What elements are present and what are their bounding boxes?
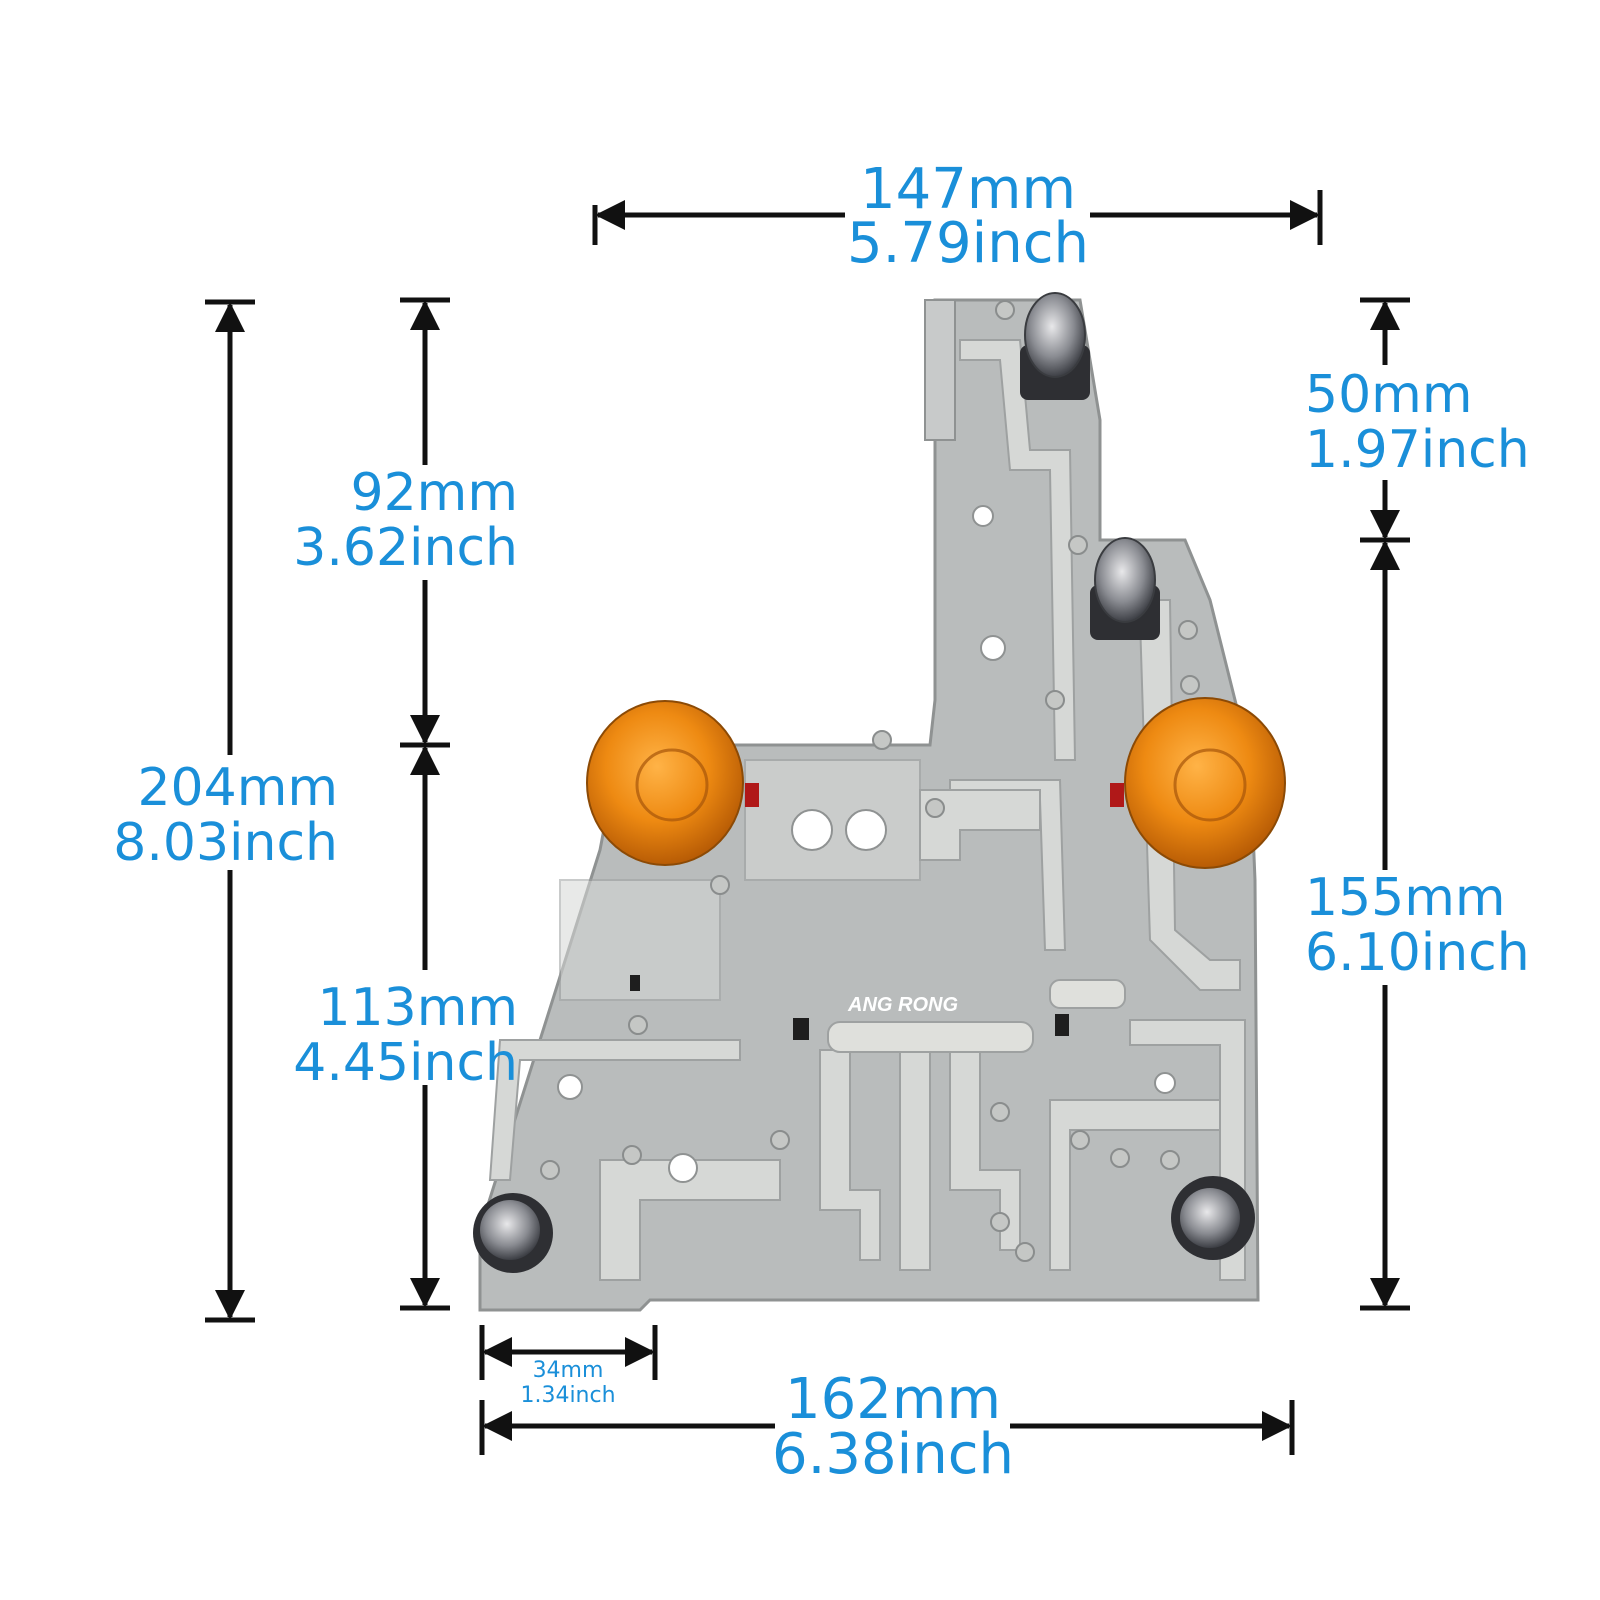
lower-left-inch: 4.45inch [293, 1033, 518, 1093]
dimension-labels: 147mm 5.79inch 204mm 8.03inch 92mm 3.62i… [113, 157, 1529, 1487]
amber-bulb-right [1110, 697, 1286, 869]
amber-bulb-left [586, 700, 759, 866]
upper-right-mm: 50mm [1305, 365, 1472, 425]
tail-light-circuit-board: ANG RONG [473, 292, 1286, 1312]
total-height-inch: 8.03inch [113, 813, 338, 873]
upper-left-inch: 3.62inch [293, 518, 518, 578]
top-width-mm: 147mm [860, 157, 1076, 222]
lower-right-mm: 155mm [1305, 868, 1506, 928]
connector-tab [1049, 979, 1126, 1009]
bottom-small-inch: 1.34inch [520, 1383, 615, 1408]
upper-right-inch: 1.97inch [1305, 420, 1530, 480]
lower-right-inch: 6.10inch [1305, 923, 1530, 983]
rivets [540, 300, 1200, 1262]
clear-bulb-bottom-left [473, 1193, 553, 1273]
mounting-holes [557, 505, 1176, 1183]
dimension-lines [205, 190, 1410, 1455]
clear-bulb-top [1020, 292, 1090, 400]
clear-bulb-middle [1090, 537, 1160, 640]
bottom-width-mm: 162mm [785, 1367, 1001, 1432]
lower-left-mm: 113mm [317, 978, 518, 1038]
bottom-small-mm: 34mm [533, 1358, 604, 1383]
top-width-inch: 5.79inch [847, 211, 1089, 276]
brand-label: ANG RONG [847, 994, 958, 1016]
total-height-mm: 204mm [137, 758, 338, 818]
slots [630, 975, 1069, 1040]
mount-bracket [924, 299, 956, 441]
connector-strip [827, 1021, 1034, 1053]
clear-bulb-bottom-right [1171, 1176, 1255, 1260]
upper-left-mm: 92mm [351, 463, 518, 523]
bottom-width-inch: 6.38inch [772, 1422, 1014, 1487]
